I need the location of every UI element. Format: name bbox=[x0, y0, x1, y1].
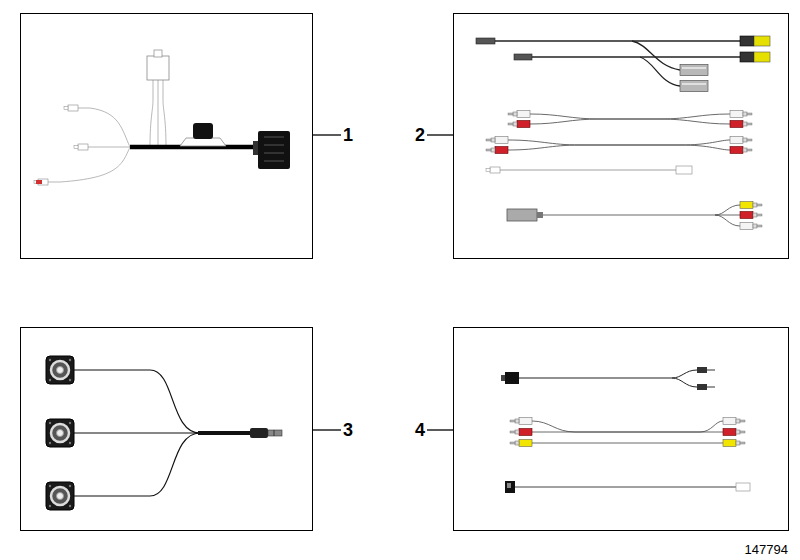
panel-frame bbox=[454, 14, 789, 259]
buzzer bbox=[193, 123, 213, 139]
callout-number: 3 bbox=[343, 421, 353, 439]
panel-frame bbox=[21, 328, 313, 531]
panel-frame bbox=[21, 14, 313, 259]
relay bbox=[147, 56, 169, 80]
callout-number: 1 bbox=[343, 126, 353, 144]
cable-set bbox=[476, 36, 770, 230]
socket-adapter bbox=[46, 356, 282, 510]
leader-lines bbox=[313, 135, 453, 430]
drawing-number: 147794 bbox=[745, 543, 788, 556]
relay-harness bbox=[34, 50, 290, 185]
connector bbox=[258, 131, 290, 169]
cable-set-2 bbox=[501, 367, 750, 493]
panel-frame bbox=[454, 328, 789, 531]
callout-number: 2 bbox=[415, 126, 425, 144]
callout-number: 4 bbox=[415, 421, 425, 439]
